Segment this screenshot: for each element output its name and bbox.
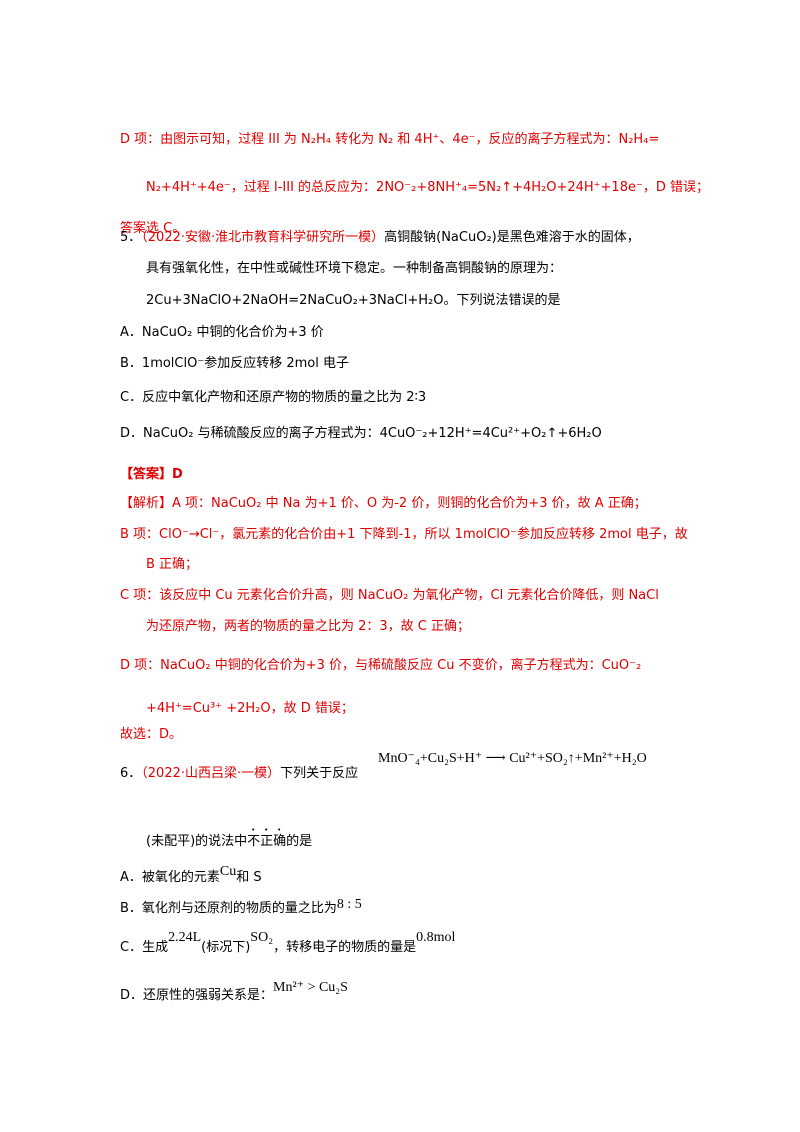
q5-option-a: A．NaCuO₂ 中铜的化合价为+3 价 [120,325,324,340]
q5-number: 5． [120,230,142,245]
q5-option-c: C．反应中氧化产物和还原产物的物质的量之比为 2∶3 [120,390,427,405]
q6-option-a-s: 和 S [236,870,262,885]
q6-option-c-text-1: C．生成 [120,940,169,955]
q5-line-1: 5．（2022·安徽·淮北市教育科学研究所一模）高铜酸钠(NaCuO₂)是黑色难… [120,226,640,245]
q6-option-d-relation: Mn²⁺ > Cu₂S [273,980,348,995]
exp-d-line-2: N₂+4H⁺+4e⁻，过程 I-III 的总反应为：2NO⁻₂+8NH⁺₄=5N… [146,180,709,195]
q5-option-b: B．1molClO⁻参加反应转移 2mol 电子 [120,356,349,371]
q6-option-c-text-3: ，转移电子的物质的量是 [273,940,417,955]
q5-stem-3: 2Cu+3NaClO+2NaOH=2NaCuO₂+3NaCl+H₂O。下列说法错… [146,293,561,308]
exp-d-line-1: D 项：由图示可知，过程 III 为 N₂H₄ 转化为 N₂ 和 4H⁺、4e⁻… [120,132,660,147]
q6-stem-emphasis: 不正确 [247,834,287,849]
q5-stem-1: 高铜酸钠(NaCuO₂)是黑色难溶于水的固体， [384,230,640,245]
q6-source: （2022·山西吕梁·一模） [141,766,281,781]
exp-d-1: D 项：NaCuO₂ 中铜的化合价为+3 价，与稀硫酸反应 Cu 不变价，离子方… [120,658,642,673]
q6-stem-2a: (未配平)的说法中 [146,834,248,849]
answer-label: 【答案】D [120,467,183,482]
q6-option-c-so2: SO₂ [250,930,274,945]
q6-option-a-text: A．被氧化的元素 [120,870,220,885]
q5-source: （2022·安徽·淮北市教育科学研究所一模） [141,230,385,245]
q6-stem-2c: 的是 [286,834,313,849]
q6-stem-1: 下列关于反应 [280,766,359,781]
answer-c-line: 答案选 C。 [120,221,186,236]
exp-b-2: B 正确； [146,557,199,572]
q6-option-b-ratio: 8 : 5 [336,897,362,912]
q5-stem-2: 具有强氧化性，在中性或碱性环境下稳定。一种制备高铜酸钠的原理为： [146,261,563,276]
q6-option-b: B．氧化剂与还原剂的物质的量之比为8 : 5 [120,897,362,917]
q6-option-b-text: B．氧化剂与还原剂的物质的量之比为 [120,901,337,916]
exp-c-2: 为还原产物，两者的物质的量之比为 2：3，故 C 正确； [146,619,471,634]
q6-option-c-text-2: (标况下) [201,940,251,955]
exp-end: 故选：D。 [120,727,183,742]
exp-b-1: B 项：ClO⁻→Cl⁻，氯元素的化合价由+1 下降到-1，所以 1molClO… [120,527,688,542]
q5-option-d: D．NaCuO₂ 与稀硫酸反应的离子方程式为：4CuO⁻₂+12H⁺=4Cu²⁺… [120,426,602,441]
q6-option-d-text: D．还原性的强弱关系是： [120,988,274,1003]
q6-option-c-volume: 2.24L [168,930,202,945]
q6-stem-2: (未配平)的说法中不正确的是 [146,826,312,849]
q6-option-a: A．被氧化的元素Cu和 S [120,864,262,886]
q6-option-d: D．还原性的强弱关系是：Mn²⁺ > Cu₂S [120,980,348,1004]
exp-a: 【解析】A 项：NaCuO₂ 中 Na 为+1 价、O 为-2 价，则铜的化合价… [120,496,647,511]
q6-option-c-mol: 0.8mol [416,930,456,945]
q6-line-1: 6．（2022·山西吕梁·一模）下列关于反应 [120,762,358,781]
exp-d-2: +4H⁺=Cu³⁺ +2H₂O，故 D 错误； [146,701,354,716]
exp-c-1: C 项：该反应中 Cu 元素化合价升高，则 NaCuO₂ 为氧化产物，Cl 元素… [120,588,659,603]
q6-equation: MnO⁻₄+Cu₂S+H⁺ ⟶ Cu²⁺+SO₂↑+Mn²⁺+H₂O [378,751,647,766]
q6-number: 6． [120,766,142,781]
q6-option-c: C．生成2.24L(标况下)SO₂，转移电子的物质的量是0.8mol [120,930,455,956]
q6-option-a-cu: Cu [219,864,237,879]
